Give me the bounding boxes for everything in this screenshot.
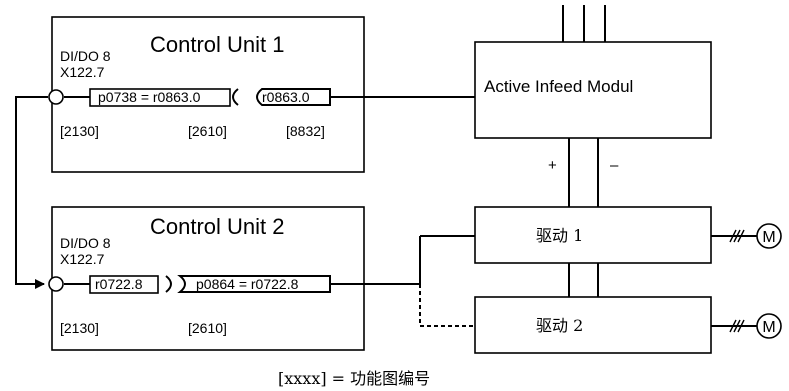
infeed-module-box <box>474 41 712 139</box>
infeed-label: Active Infeed Modul <box>484 77 633 96</box>
drive-2-signal-wire <box>419 284 475 327</box>
cu1-terminal-circle <box>48 89 64 105</box>
cu1-param-in: r0863.0 <box>262 89 310 105</box>
cu1-terminal-name: DI/DO 8 <box>60 48 111 64</box>
cu1-param-out: p0738 = r0863.0 <box>98 89 201 105</box>
cu2-param-out-box <box>177 275 331 293</box>
cu1-terminal-port: X122.7 <box>60 64 105 80</box>
drive-1-cable-ticks <box>729 229 745 243</box>
cu2-ref-2: [2610] <box>188 320 227 336</box>
legend-text: [xxxx] = 功能图编号 <box>278 369 430 388</box>
cu1-connector-curve <box>232 88 239 106</box>
cu2-terminal-circle <box>48 276 64 292</box>
cu2-connector-curve <box>165 275 172 293</box>
cu1-param-out-box <box>89 88 231 107</box>
cu2-ref-1: [2130] <box>60 320 99 336</box>
drive-2-motor-icon <box>756 313 782 339</box>
cu2-param-in: r0722.8 <box>95 276 143 292</box>
dc-plus-label: + <box>548 157 557 174</box>
drive-2-box <box>474 296 712 354</box>
cu2-param-out: p0864 = r0722.8 <box>196 276 299 292</box>
drive-2-cable-ticks <box>729 319 745 333</box>
cu2-terminal-name: DI/DO 8 <box>60 235 111 251</box>
cu1-ref-3: [8832] <box>286 123 325 139</box>
drive-2-motor-label: M <box>762 319 775 336</box>
control-unit-1-title: Control Unit 1 <box>150 32 285 57</box>
dc-minus-label: – <box>610 157 619 174</box>
control-unit-2-title: Control Unit 2 <box>150 214 285 239</box>
drive-1-label: 驱动 1 <box>536 226 583 245</box>
cu1-ref-2: [2610] <box>188 123 227 139</box>
cu2-terminal-port: X122.7 <box>60 251 105 267</box>
drive-1-motor-icon <box>756 223 782 249</box>
drive-2-label: 驱动 2 <box>536 316 583 335</box>
cu1-param-in-box <box>256 88 331 106</box>
cu1-ref-1: [2130] <box>60 123 99 139</box>
cu2-param-in-box <box>89 275 159 294</box>
drive-1-motor-label: M <box>762 229 775 246</box>
drive-1-box <box>474 206 712 264</box>
terminal-link-wire <box>15 96 48 289</box>
